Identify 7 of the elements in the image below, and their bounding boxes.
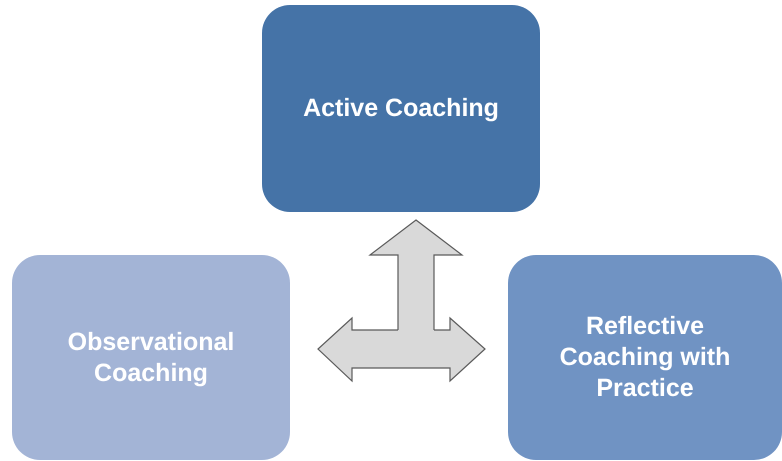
- block-arrow: [317, 316, 486, 382]
- rounded-box: [12, 255, 290, 460]
- rounded-box: [262, 5, 540, 212]
- box-label: Observational Coaching: [66, 326, 236, 388]
- rounded-box: [508, 255, 782, 460]
- box-label: Active Coaching: [303, 93, 499, 124]
- box-label: Reflective Coaching with Practice: [558, 311, 732, 404]
